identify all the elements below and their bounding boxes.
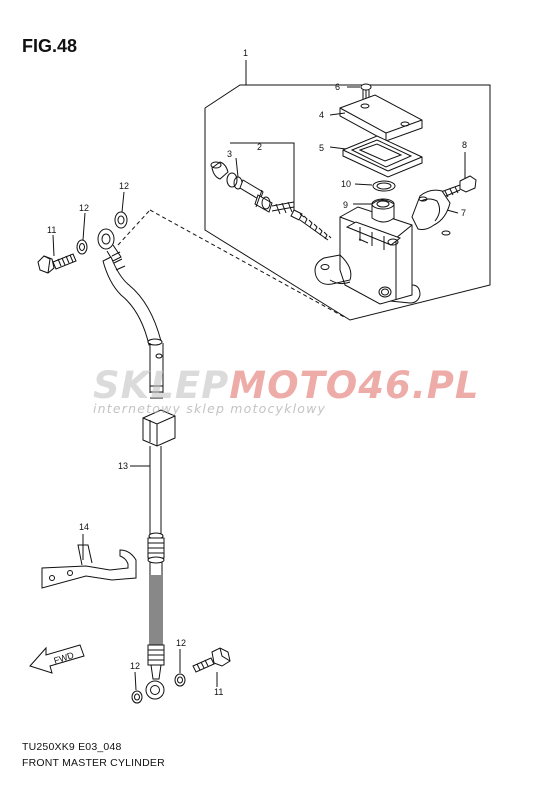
- banjo-fitting-lower: [145, 680, 165, 700]
- callout-8: 8: [462, 140, 467, 150]
- callout-11-upper: 11: [47, 225, 56, 235]
- bracket-14: [41, 544, 137, 589]
- washer-12-upper-b: [76, 239, 88, 255]
- callout-4: 4: [319, 110, 324, 120]
- figure-title: FIG.48: [22, 36, 78, 56]
- watermark-logo: SKLEPMOTO46.PL: [93, 367, 480, 404]
- callout-11-lower: 11: [214, 687, 223, 697]
- callout-9: 9: [343, 200, 348, 210]
- watermark-brand-part1: SKLEP: [93, 364, 230, 407]
- clamp-7: [411, 189, 451, 236]
- callout-labels: 1 2 3 4 5 6 7 8 9 10 11 11 12 12 12 12 1…: [47, 48, 467, 697]
- diaphragm-plate-5: [342, 135, 423, 178]
- callout-5: 5: [319, 143, 324, 153]
- callout-13: 13: [118, 461, 128, 471]
- piston-kit-3: [210, 161, 332, 241]
- oring-10: [372, 180, 396, 192]
- banjo-fitting-upper: [97, 228, 122, 262]
- hose-clip: [142, 409, 176, 447]
- callout-10: 10: [341, 179, 351, 189]
- washer-12-upper-a: [114, 211, 128, 229]
- figure-name: FRONT MASTER CYLINDER: [22, 757, 165, 769]
- leader-lines: [52, 86, 466, 691]
- connector-line-a: [117, 209, 151, 246]
- callout-14: 14: [79, 522, 89, 532]
- model-code: TU250XK9 E03_048: [22, 741, 122, 753]
- callout-12-upper-b: 12: [79, 203, 89, 213]
- callout-2: 2: [257, 142, 262, 152]
- brake-hose-13-main: [147, 446, 165, 680]
- watermark-tagline: internetowy sklep motocyklowy: [93, 401, 327, 416]
- washer-12-lower-b: [174, 673, 186, 687]
- callout-7: 7: [461, 208, 466, 218]
- callout-3: 3: [227, 149, 232, 159]
- union-bolt-11-upper: [37, 253, 77, 274]
- reservoir-cap-4: [339, 94, 423, 142]
- assembly-box: [204, 60, 491, 321]
- callout-12-lower-b: 12: [176, 638, 186, 648]
- union-bolt-11-lower: [192, 647, 231, 673]
- callout-6: 6: [335, 82, 340, 92]
- master-cylinder-body: [314, 198, 421, 305]
- watermark-brand-part2: MOTO46.PL: [229, 364, 480, 407]
- callout-12-upper-a: 12: [119, 181, 129, 191]
- washer-12-lower-a: [131, 690, 143, 704]
- connector-line-b: [149, 209, 347, 319]
- fwd-arrow-icon: [29, 644, 85, 674]
- callout-1: 1: [243, 48, 248, 58]
- callout-bracket-2: [230, 142, 295, 210]
- callout-12-lower-a: 12: [130, 661, 140, 671]
- brake-hose-13-upper: [102, 251, 164, 399]
